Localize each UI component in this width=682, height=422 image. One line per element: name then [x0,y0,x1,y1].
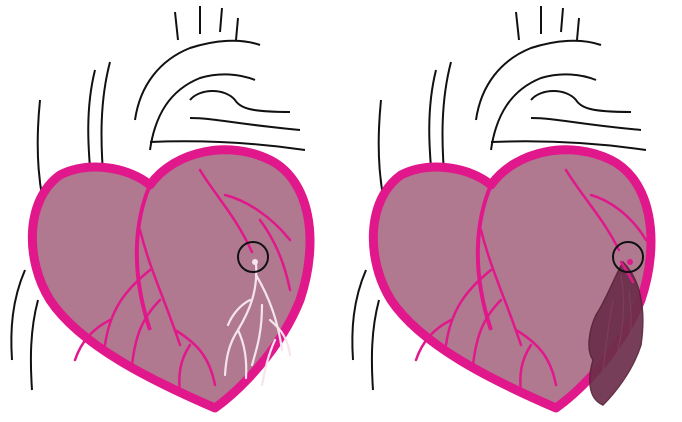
heart-panel-infarction [341,0,682,422]
heart-outline [32,150,310,408]
heart-diagram-ischemia [0,0,341,422]
heart-diagram-infarction [341,0,682,422]
heart-panel-ischemia [0,0,341,422]
